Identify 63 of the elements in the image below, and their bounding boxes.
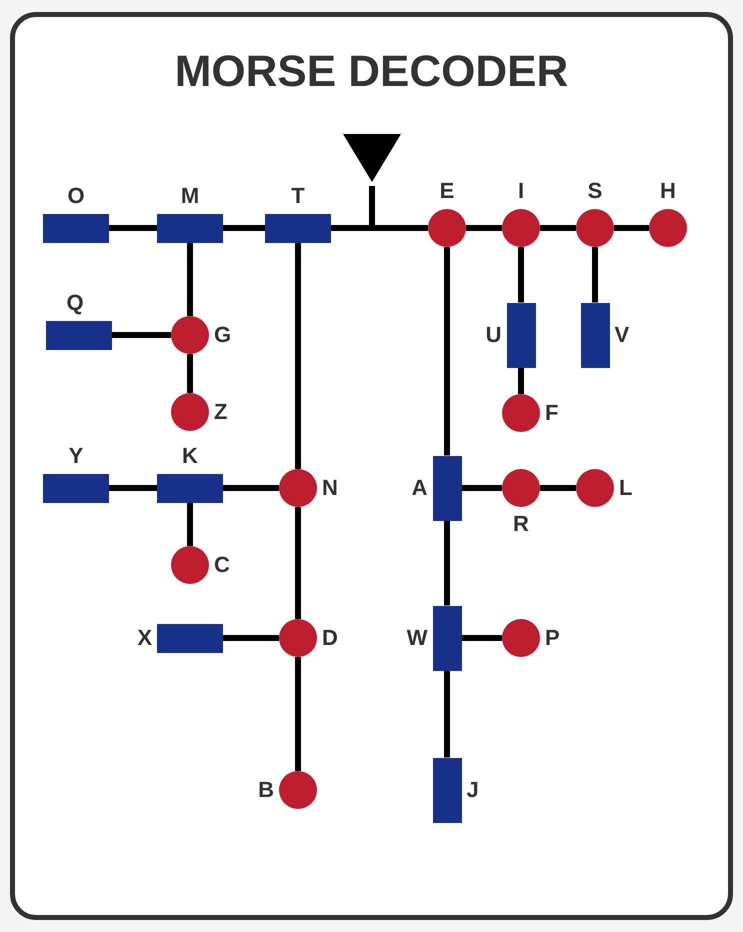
letter-label: A [412, 476, 428, 500]
connector-line [187, 242, 193, 316]
dash-bar [43, 474, 109, 502]
connector-line [444, 247, 450, 456]
connector-line [223, 485, 279, 491]
dash-bar [157, 474, 223, 502]
letter-label: S [588, 179, 602, 203]
letter-label: L [619, 476, 632, 500]
connector-line [462, 635, 502, 641]
dash-bar [43, 214, 109, 242]
connector-line [223, 225, 265, 231]
letter-label: B [258, 778, 274, 802]
connector-line [592, 247, 598, 302]
letter-label: X [137, 626, 152, 650]
letter-label: M [180, 184, 200, 208]
letter-label: O [67, 184, 85, 208]
connector-line [444, 520, 450, 606]
letter-label: D [322, 626, 338, 650]
dash-bar [432, 456, 462, 520]
connector-line [295, 242, 301, 469]
dash-bar [265, 214, 331, 242]
letter-label: F [545, 401, 558, 425]
dash-bar [432, 606, 462, 670]
letter-label: I [518, 179, 524, 203]
connector-line [109, 485, 157, 491]
letter-label: J [466, 778, 479, 802]
letter-label: H [660, 179, 676, 203]
connector-line [112, 332, 171, 338]
letter-label: R [513, 512, 529, 536]
dash-bar [157, 214, 223, 242]
connector-line [444, 670, 450, 758]
connector-line [518, 247, 524, 302]
dash-bar [157, 624, 223, 652]
connector-line [295, 657, 301, 771]
dash-bar [580, 302, 610, 368]
letter-label: Z [214, 400, 228, 424]
letter-label: N [322, 476, 338, 500]
dash-bar [506, 302, 536, 368]
letter-label: E [440, 179, 454, 203]
letter-label: P [545, 626, 560, 650]
letter-label: Q [66, 290, 84, 314]
letter-label: W [406, 626, 428, 650]
connector-line [223, 635, 279, 641]
diagram-title: MORSE DECODER [174, 48, 570, 96]
connector-line [614, 225, 649, 231]
dash-bar [46, 320, 112, 350]
connector-line [540, 485, 576, 491]
connector-line [540, 225, 576, 231]
connector-line [187, 354, 193, 393]
connector-line [462, 485, 502, 491]
connector-line [187, 502, 193, 546]
letter-label: Y [68, 444, 84, 468]
letter-label: C [214, 553, 230, 577]
letter-label: G [214, 323, 232, 347]
connector-line [109, 225, 157, 231]
connector-line [518, 368, 524, 394]
connector-line [466, 225, 502, 231]
letter-label: U [486, 323, 502, 347]
letter-label: T [291, 184, 305, 208]
letter-label: K [182, 444, 198, 468]
dash-bar [432, 758, 462, 822]
letter-label: V [614, 323, 630, 347]
connector-line [295, 507, 301, 619]
